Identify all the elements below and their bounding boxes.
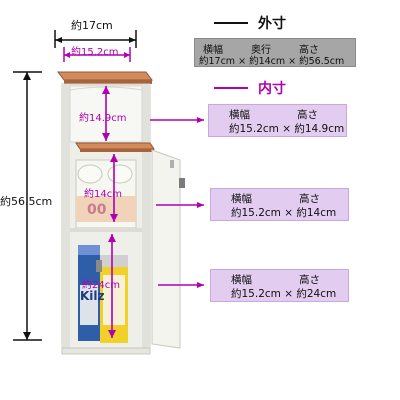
cabinet-base: [61, 347, 151, 355]
inner-dimensions-top-box: 横幅 高さ 約15.2cm × 約14.9cm: [208, 104, 347, 137]
height-total-label: 約56.5cm: [0, 195, 53, 208]
spray-can-text: Kilz: [80, 289, 105, 303]
inner-bottom-h-height: 高さ: [299, 274, 320, 286]
width-inner-label: 約15.2cm: [71, 47, 119, 58]
cabinet-door[interactable]: [151, 149, 181, 349]
inner-bottom-h-width: 横幅: [231, 274, 252, 286]
cabinet-top-board: [57, 71, 153, 81]
legend-outer-line: [214, 22, 248, 24]
door-handle[interactable]: [179, 178, 185, 188]
shelf-bottom-height-label: 約24cm: [82, 280, 120, 291]
inner-mid-h-width: 横幅: [231, 193, 252, 205]
inner-top-values: 約15.2cm × 約14.9cm: [229, 123, 345, 135]
inner-mid-values: 約15.2cm × 約14cm: [231, 207, 337, 219]
outer-dimensions-box: 横幅 奥行 高さ 約17cm × 約14cm × 約56.5cm: [194, 38, 356, 67]
width-outer-label: 約17cm: [71, 19, 113, 32]
door-latch: [170, 160, 174, 168]
height-arrow-bottom: [23, 332, 31, 340]
middle-shelf-board: [75, 142, 155, 150]
legend-inner-line: [214, 87, 248, 89]
inner-mid-h-height: 高さ: [299, 193, 320, 205]
outer-values: 約17cm × 約14cm × 約56.5cm: [199, 56, 345, 67]
bottom-shelf-board: [70, 228, 142, 232]
outer-h-height: 高さ: [299, 45, 319, 56]
shelf-top-height-label: 約14.9cm: [79, 113, 127, 124]
inner-dimensions-bottom-box: 横幅 高さ 約15.2cm × 約24cm: [210, 269, 349, 302]
outer-h-width: 横幅: [203, 45, 223, 56]
outer-h-depth: 奥行: [251, 45, 271, 56]
legend-inner-label: 内寸: [258, 81, 286, 97]
inner-dimensions-mid-box: 横幅 高さ 約15.2cm × 約14cm: [210, 188, 349, 221]
inner-top-h-height: 高さ: [297, 109, 318, 121]
legend-outer-label: 外寸: [258, 16, 286, 32]
height-arrow-top: [23, 72, 31, 80]
inner-top-h-width: 横幅: [229, 109, 250, 121]
shelf-mid-height-label: 約14cm: [84, 189, 122, 200]
inner-bottom-values: 約15.2cm × 約24cm: [231, 288, 337, 300]
tissue-package-text: 00: [87, 202, 107, 218]
